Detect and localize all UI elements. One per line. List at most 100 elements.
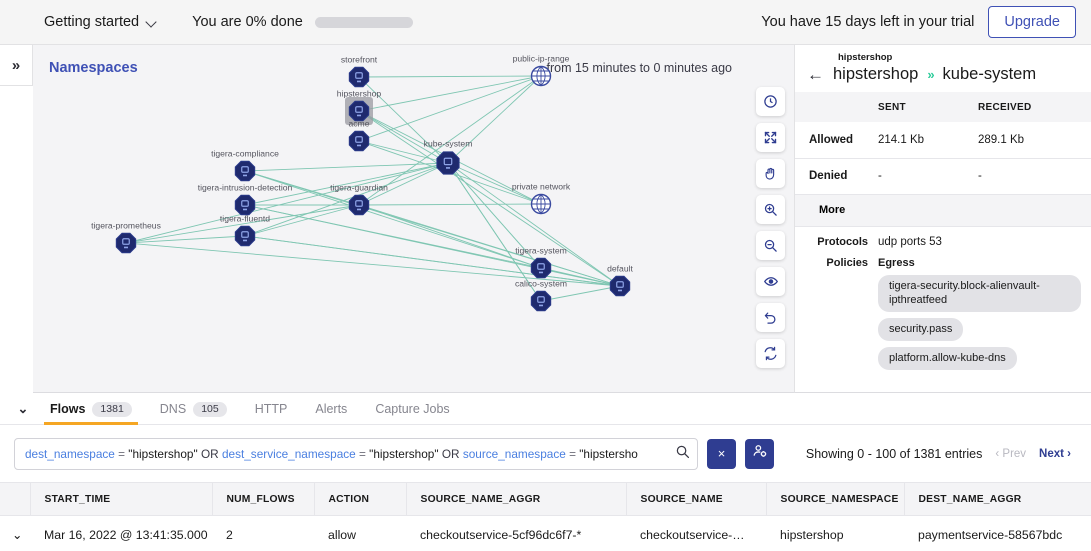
column-header-action[interactable]: ACTION — [314, 482, 407, 516]
policy-chip[interactable]: tigera-security.block-alienvault-ipthrea… — [878, 274, 1081, 313]
graph-node-tigera-system[interactable]: tigera-system — [515, 245, 567, 279]
graph-node-label: calico-system — [515, 278, 567, 288]
refresh-icon[interactable] — [756, 339, 785, 368]
zoom-in-icon[interactable] — [756, 195, 785, 224]
stats-col-sent: SENT — [878, 101, 906, 113]
graph-edge — [125, 235, 246, 244]
back-arrow-icon[interactable]: ← — [807, 65, 824, 84]
progress-bar — [314, 16, 413, 28]
tab-label: DNS — [159, 402, 187, 416]
hand-icon[interactable] — [756, 159, 785, 188]
undo-icon[interactable] — [756, 303, 785, 332]
next-page-button[interactable]: Next › — [1039, 447, 1071, 460]
tab-capture-jobs[interactable]: Capture Jobs — [361, 394, 463, 425]
query-token: "hipstershop" — [365, 446, 439, 461]
policies-label: Policies — [826, 256, 868, 269]
graph-node-kube-system[interactable]: kube-system — [424, 138, 473, 175]
tab-alerts[interactable]: Alerts — [301, 394, 361, 425]
graph-edge — [447, 162, 621, 287]
allowed-sent: 214.1 Kb — [878, 133, 925, 146]
close-icon: × — [717, 446, 726, 461]
graph-node-storefront[interactable]: storefront — [341, 54, 378, 88]
graph-edge — [358, 75, 542, 142]
tab-count-badge: 1381 — [92, 401, 132, 417]
row-expand-chevron-icon[interactable]: ⌄ — [12, 527, 23, 542]
protocols-row: Protocols udp ports 53 — [795, 227, 1091, 248]
detail-dest: kube-system — [942, 65, 1037, 83]
stats-col-blank — [795, 92, 878, 122]
query-token: OR — [197, 446, 219, 461]
tab-label: HTTP — [254, 402, 288, 416]
getting-started-menu[interactable]: Getting started — [44, 14, 158, 30]
graph-node-label: public-ip-range — [513, 53, 570, 63]
table-cell: hipstershop — [780, 527, 844, 542]
graph-edge — [244, 162, 449, 172]
graph-title: Namespaces — [49, 60, 138, 76]
graph-edge — [244, 204, 542, 269]
graph-node-hipstershop[interactable]: hipstershop — [337, 88, 382, 125]
policy-chip[interactable]: security.pass — [878, 318, 964, 342]
stats-header-row: SENT RECEIVED — [795, 92, 1091, 122]
graph-edge — [125, 242, 621, 287]
column-header-start_time[interactable]: START_TIME — [30, 482, 213, 516]
collapse-panel-toggle[interactable]: ⌄ — [17, 401, 29, 416]
saved-filters-button[interactable] — [745, 438, 774, 469]
upgrade-button[interactable]: Upgrade — [988, 6, 1076, 38]
service-graph-panel[interactable]: Namespaces from 15 minutes to 0 minutes … — [33, 45, 795, 393]
graph-node-calico-system[interactable]: calico-system — [515, 278, 567, 312]
user-settings-icon — [752, 443, 768, 464]
graph-node-acme[interactable]: acme — [348, 118, 370, 152]
clear-search-button[interactable]: × — [707, 438, 736, 469]
stats-row-denied: Denied - - — [795, 158, 1091, 194]
graph-node-default[interactable]: default — [607, 263, 634, 297]
graph-node-tigera-fluentd[interactable]: tigera-fluentd — [220, 213, 270, 247]
column-header-num_flows[interactable]: NUM_FLOWS — [212, 482, 315, 516]
query-token: = — [565, 446, 576, 461]
graph-node-tigera-compliance[interactable]: tigera-compliance — [211, 148, 279, 182]
query-token: = — [355, 446, 366, 461]
graph-node-private-network[interactable]: private network — [512, 181, 571, 215]
query-token: "hipstersho — [575, 446, 638, 461]
eye-icon[interactable] — [756, 267, 785, 296]
query-row: dest_namespace = "hipstershop" OR dest_s… — [0, 425, 1091, 482]
denied-received: - — [978, 170, 982, 182]
policy-chip[interactable]: platform.allow-kube-dns — [878, 347, 1017, 370]
column-header-source_name[interactable]: SOURCE_NAME — [626, 482, 767, 516]
column-header-dest_name_aggr[interactable]: DEST_NAME_AGGR — [904, 482, 1091, 516]
graph-edge — [358, 75, 542, 78]
graph-edge — [244, 204, 360, 237]
graph-edge — [244, 170, 360, 206]
graph-node-tigera-intrusion-detection[interactable]: tigera-intrusion-detection — [198, 182, 293, 216]
search-input[interactable]: dest_namespace = "hipstershop" OR dest_s… — [14, 437, 698, 470]
graph-node-tigera-prometheus[interactable]: tigera-prometheus — [91, 220, 161, 254]
clock-icon[interactable] — [756, 87, 785, 116]
column-header-source_name_aggr[interactable]: SOURCE_NAME_AGGR — [406, 482, 627, 516]
search-icon[interactable] — [675, 444, 690, 464]
expand-icon[interactable] — [756, 123, 785, 152]
tab-label: Capture Jobs — [375, 402, 450, 416]
top-bar: Getting started You are 0% done You have… — [0, 0, 1091, 45]
column-header-source_namespace[interactable]: SOURCE_NAMESPACE — [766, 482, 905, 516]
graph-edge — [244, 162, 449, 206]
graph-edge — [447, 162, 542, 205]
detail-kicker: hipstershop — [838, 52, 893, 63]
sidebar-expand-toggle[interactable]: » — [0, 45, 33, 86]
graph-node-tigera-guardian[interactable]: tigera-guardian — [330, 182, 388, 216]
stats-row-allowed: Allowed 214.1 Kb 289.1 Kb — [795, 122, 1091, 158]
graph-edge — [244, 235, 621, 287]
tab-http[interactable]: HTTP — [241, 394, 302, 425]
more-section-row[interactable]: More — [795, 194, 1091, 226]
graph-node-public-ip-range[interactable]: public-ip-range — [513, 53, 570, 87]
prev-page-button[interactable]: ‹ Prev — [995, 447, 1027, 460]
progress-label: You are 0% done — [192, 14, 303, 30]
graph-edge — [125, 204, 360, 244]
more-label: More — [819, 204, 846, 216]
zoom-out-icon[interactable] — [756, 231, 785, 260]
